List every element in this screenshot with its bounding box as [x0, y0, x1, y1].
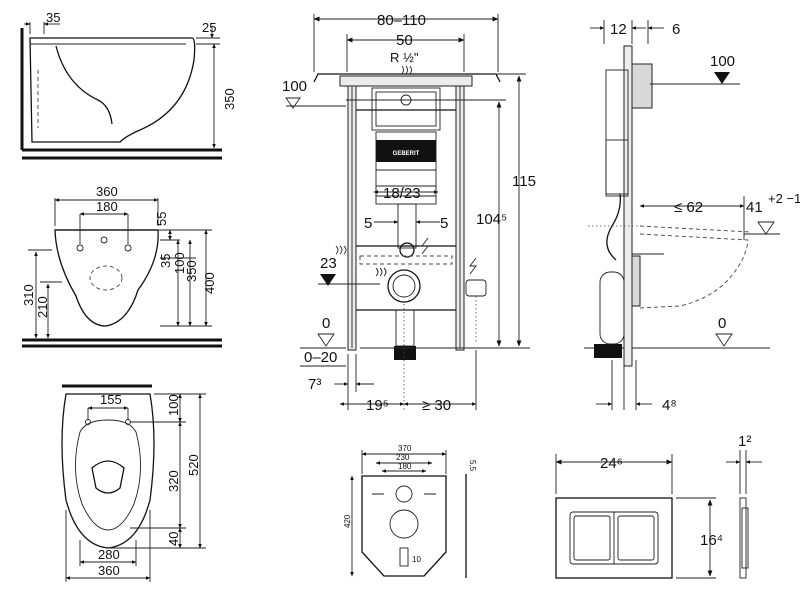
dim-180: 180	[96, 199, 118, 214]
thread-label: R ½"	[390, 50, 419, 65]
brand-label: GEBERIT	[393, 151, 420, 157]
dim-40: 40	[166, 532, 181, 546]
frame-front-view: 80–110 50 R ½" GEBERIT 18/23 5 5	[282, 12, 536, 414]
dim-520: 520	[186, 454, 201, 476]
tolerance: +2 −1	[768, 191, 800, 206]
level-0: 0	[718, 315, 726, 332]
plate-depth: 1²	[738, 433, 751, 450]
bowl-front-view: 360 180 55 35 100 350 400 310 210	[21, 184, 222, 348]
level-100: 100	[282, 78, 307, 95]
dim-5-left: 5	[364, 215, 372, 232]
level-100: 100	[710, 53, 735, 70]
dim-5-right: 5	[440, 215, 448, 232]
pad-180: 180	[398, 462, 412, 471]
dim-80-110: 80–110	[377, 12, 426, 29]
plate-width: 24⁶	[600, 455, 623, 472]
dim-350: 350	[184, 260, 199, 282]
dim-100: 100	[166, 394, 181, 416]
dim-55: 55	[154, 212, 169, 226]
dim-25: 25	[202, 20, 216, 35]
height-104-5: 104⁵	[476, 211, 507, 228]
level-23: 23	[320, 255, 337, 272]
dim-7-3: 7³	[308, 376, 321, 393]
flush-plate-view: 24⁶ 16⁴ 1²	[555, 433, 762, 579]
dim-350: 350	[222, 88, 237, 110]
dim-280: 280	[98, 547, 120, 562]
dim-320: 320	[166, 470, 181, 492]
dim-155: 155	[100, 392, 122, 407]
dim-6: 6	[672, 21, 680, 38]
dim-310: 310	[21, 284, 36, 306]
dim-12: 12	[610, 21, 627, 38]
level-0: 0	[322, 315, 330, 332]
frame-side-view: 12 6 100 ≤ 62 41 +2 −1 0 4⁸	[584, 20, 800, 414]
bowl-side-view: 35 25 350	[20, 10, 237, 160]
acoustic-pad-view: 370 230 180 420 10 5,5	[343, 444, 477, 578]
pad-230: 230	[396, 453, 410, 462]
dim-50: 50	[396, 32, 413, 49]
dim-max-62: ≤ 62	[674, 199, 703, 216]
bowl-top-view: 155 100 320 40 520 280 360	[61, 384, 206, 582]
height-115: 115	[512, 173, 536, 190]
dim-18-23: 18/23	[383, 185, 421, 202]
dim-4-8: 4⁸	[662, 397, 677, 414]
dim-210: 210	[35, 296, 50, 318]
pad-10: 10	[412, 555, 421, 564]
dim-35: 35	[158, 254, 173, 268]
dim-100: 100	[172, 252, 187, 274]
dim-min-30: ≥ 30	[422, 397, 451, 414]
dim-41: 41	[746, 199, 763, 216]
dim-400: 400	[202, 272, 217, 294]
dim-19-5: 19⁵	[366, 397, 389, 414]
dim-35: 35	[46, 10, 60, 25]
pad-370: 370	[398, 444, 412, 453]
dim-360: 360	[96, 184, 118, 199]
plate-height: 16⁴	[700, 532, 723, 549]
pad-thickness: 5,5	[468, 460, 477, 472]
pad-420: 420	[343, 514, 352, 528]
dim-360: 360	[98, 563, 120, 578]
floor-range: 0–20	[304, 349, 337, 366]
